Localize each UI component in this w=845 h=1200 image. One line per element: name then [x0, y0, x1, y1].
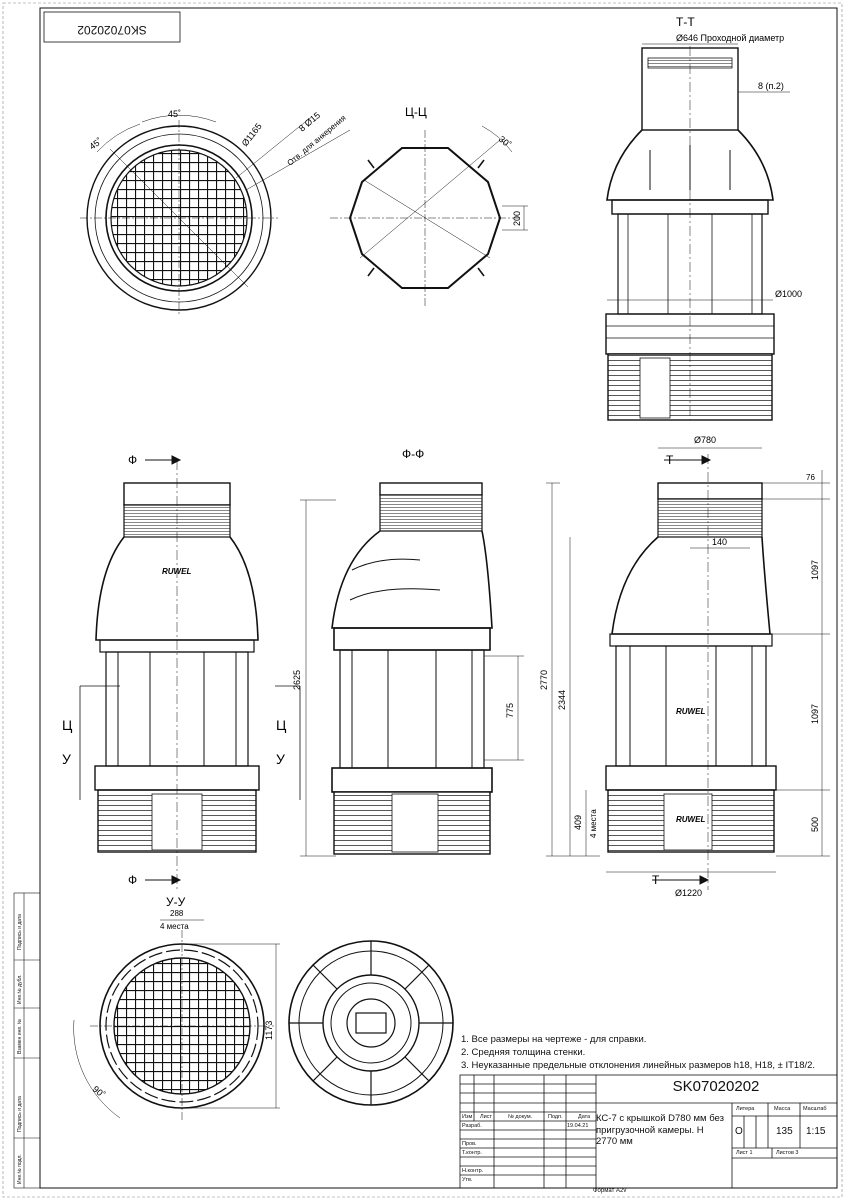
note-2: 2. Средняя толщина стенки.: [461, 1047, 586, 1058]
dim-1097-bottom: 1097: [810, 704, 820, 724]
title-block-frame: [459, 1074, 838, 1189]
section-tt-shaft: [605, 43, 790, 421]
marker-c-right: Ц: [276, 717, 287, 733]
dim-30: 30˚: [497, 134, 513, 150]
marker-c-left: Ц: [62, 717, 73, 733]
side-brand-logo-2: RUWEL: [676, 815, 705, 824]
dim-4-places-vertical: 4 места: [589, 809, 598, 838]
dim-90: 90˚: [91, 1084, 107, 1100]
plan-view-bottom: [80, 115, 351, 316]
sheet-count: Листов 3: [776, 1150, 799, 1156]
section-uu-label: У-У: [166, 895, 186, 909]
section-uu-view: [73, 919, 280, 1120]
front-view: [79, 455, 301, 890]
dim-d646: Ø646 Проходной диаметр: [676, 33, 784, 43]
dim-500: 500: [810, 817, 820, 832]
col-header-sign: Подп.: [548, 1114, 563, 1120]
title-block-code: SK07020202: [672, 1078, 760, 1095]
dim-wall-8: 8 (п.2): [758, 81, 784, 91]
side-stamp-4: Подпись и дата: [17, 1096, 23, 1132]
scale-value: 1:15: [806, 1126, 826, 1137]
dim-2770: 2770: [539, 670, 549, 690]
dim-4-places: 4 места: [160, 922, 189, 931]
litera-value: O: [735, 1126, 743, 1137]
dim-76: 76: [806, 473, 815, 482]
dim-2625: 2625: [292, 670, 302, 690]
notes-block: 1. Все размеры на чертеже - для справки.…: [461, 1033, 815, 1072]
marker-u-left: У: [62, 751, 71, 767]
mass-label: Масса: [774, 1106, 791, 1112]
col-header-list: Лист: [480, 1114, 492, 1120]
dim-775: 775: [505, 703, 515, 718]
row-nkontr: Н.контр.: [462, 1168, 484, 1174]
dim-d1000: Ø1000: [775, 289, 802, 299]
col-header-izm: Изм: [462, 1114, 473, 1120]
section-ff-label: Ф-Ф: [402, 447, 424, 461]
side-stamp-5: Инв.№ подл.: [17, 1154, 23, 1184]
note-3: 3. Неуказанные предельные отклонения лин…: [461, 1060, 816, 1071]
note-1: 1. Все размеры на чертеже - для справки.: [461, 1034, 647, 1045]
marker-f-bottom: Ф: [128, 873, 137, 887]
litera-label: Литера: [736, 1106, 755, 1112]
title-block-title: КС-7 с крышкой D780 мм без пригрузочной …: [596, 1113, 724, 1147]
marker-t-bottom: Т: [652, 873, 660, 887]
dim-anchor-holes: 8 Ø15: [297, 110, 322, 133]
dim-d1220: Ø1220: [675, 888, 702, 898]
dim-d1165: Ø1165: [240, 121, 264, 148]
row-utv: Утв.: [462, 1177, 473, 1183]
row-date: 19.04.21: [567, 1123, 589, 1129]
section-tt-label: Т-Т: [676, 15, 695, 29]
front-brand-logo: RUWEL: [162, 567, 191, 576]
marker-f-top: Ф: [128, 453, 137, 467]
dim-d780: Ø780: [694, 435, 716, 445]
section-ff-view: [300, 482, 524, 857]
side-view: [546, 447, 830, 890]
row-prov: Пров.: [462, 1141, 477, 1147]
drawing-code-rotated: SK07020202: [77, 23, 147, 37]
sheet-number: Лист 1: [736, 1150, 753, 1156]
row-razrab: Разраб.: [462, 1123, 482, 1129]
col-header-date: Дата: [578, 1114, 591, 1120]
dim-140: 140: [712, 537, 727, 547]
side-stamp-2: Инв.№ дубл.: [17, 974, 23, 1004]
marker-u-right: У: [276, 751, 285, 767]
scale-label: Масштаб: [803, 1106, 827, 1112]
marker-t-top: Т: [666, 453, 674, 467]
dim-288: 288: [170, 909, 184, 918]
format-label: Формат А2v: [593, 1188, 627, 1194]
side-stamp-column: [13, 892, 41, 1189]
dim-200: 200: [512, 211, 522, 226]
dim-1097-top: 1097: [810, 560, 820, 580]
side-brand-logo-1: RUWEL: [676, 707, 705, 716]
dim-2344: 2344: [557, 690, 567, 710]
mass-value: 135: [776, 1126, 793, 1137]
dim-45-top: 45˚: [168, 109, 181, 119]
dim-409: 409: [573, 815, 583, 830]
section-cc-label: Ц-Ц: [405, 105, 427, 119]
section-cc-polygon: [330, 125, 528, 306]
side-stamp-3: Взамен инв. №: [17, 1018, 23, 1054]
row-tkontr: Т.контр.: [462, 1150, 482, 1156]
lid-top-view: [288, 940, 454, 1106]
col-header-doc: № докум.: [508, 1114, 533, 1120]
dim-1173: 1173: [264, 1021, 274, 1040]
dim-45-left: 45˚: [87, 136, 103, 152]
side-stamp-1: Подпись и дата: [17, 914, 23, 950]
